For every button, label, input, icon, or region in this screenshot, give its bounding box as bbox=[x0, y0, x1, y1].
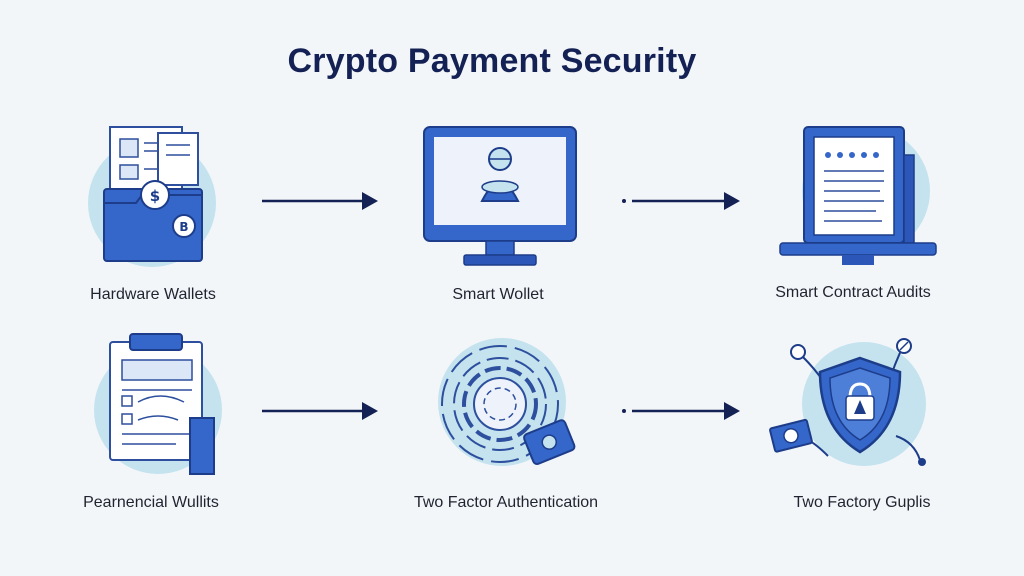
arrow-right-icon bbox=[262, 402, 378, 420]
arrow-right-icon bbox=[622, 192, 740, 210]
fingerprint-icon bbox=[438, 338, 576, 466]
node-label: Two Factor Authentication bbox=[413, 494, 599, 511]
arrow-right-icon bbox=[622, 402, 740, 420]
laptop-document-icon bbox=[779, 126, 937, 265]
node-two-factory-guplis bbox=[768, 336, 936, 480]
node-label: Smart Wollet bbox=[452, 286, 544, 303]
node-label: Smart Contract Audits bbox=[775, 284, 931, 301]
folder-wallet-icon: $ B bbox=[88, 126, 216, 267]
node-two-factor-authentication bbox=[430, 332, 582, 480]
node-label: Two Factory Guplis bbox=[793, 494, 931, 511]
monitor-icon bbox=[423, 126, 577, 266]
shield-lock-icon bbox=[769, 338, 926, 466]
node-pearnencial-wullits bbox=[80, 332, 226, 480]
node-smart-wollet bbox=[420, 125, 580, 273]
arrow-right-icon bbox=[262, 192, 378, 210]
node-smart-contract-audits bbox=[776, 125, 940, 275]
page-title: Crypto Payment Security bbox=[287, 42, 697, 80]
node-hardware-wallets: $ B bbox=[80, 125, 220, 275]
clipboard-document-icon bbox=[94, 333, 222, 475]
svg-text:$: $ bbox=[150, 187, 160, 205]
node-label: Pearnencial Wullits bbox=[83, 494, 219, 511]
node-label: Hardware Wallets bbox=[90, 286, 216, 303]
svg-text:B: B bbox=[179, 220, 188, 234]
